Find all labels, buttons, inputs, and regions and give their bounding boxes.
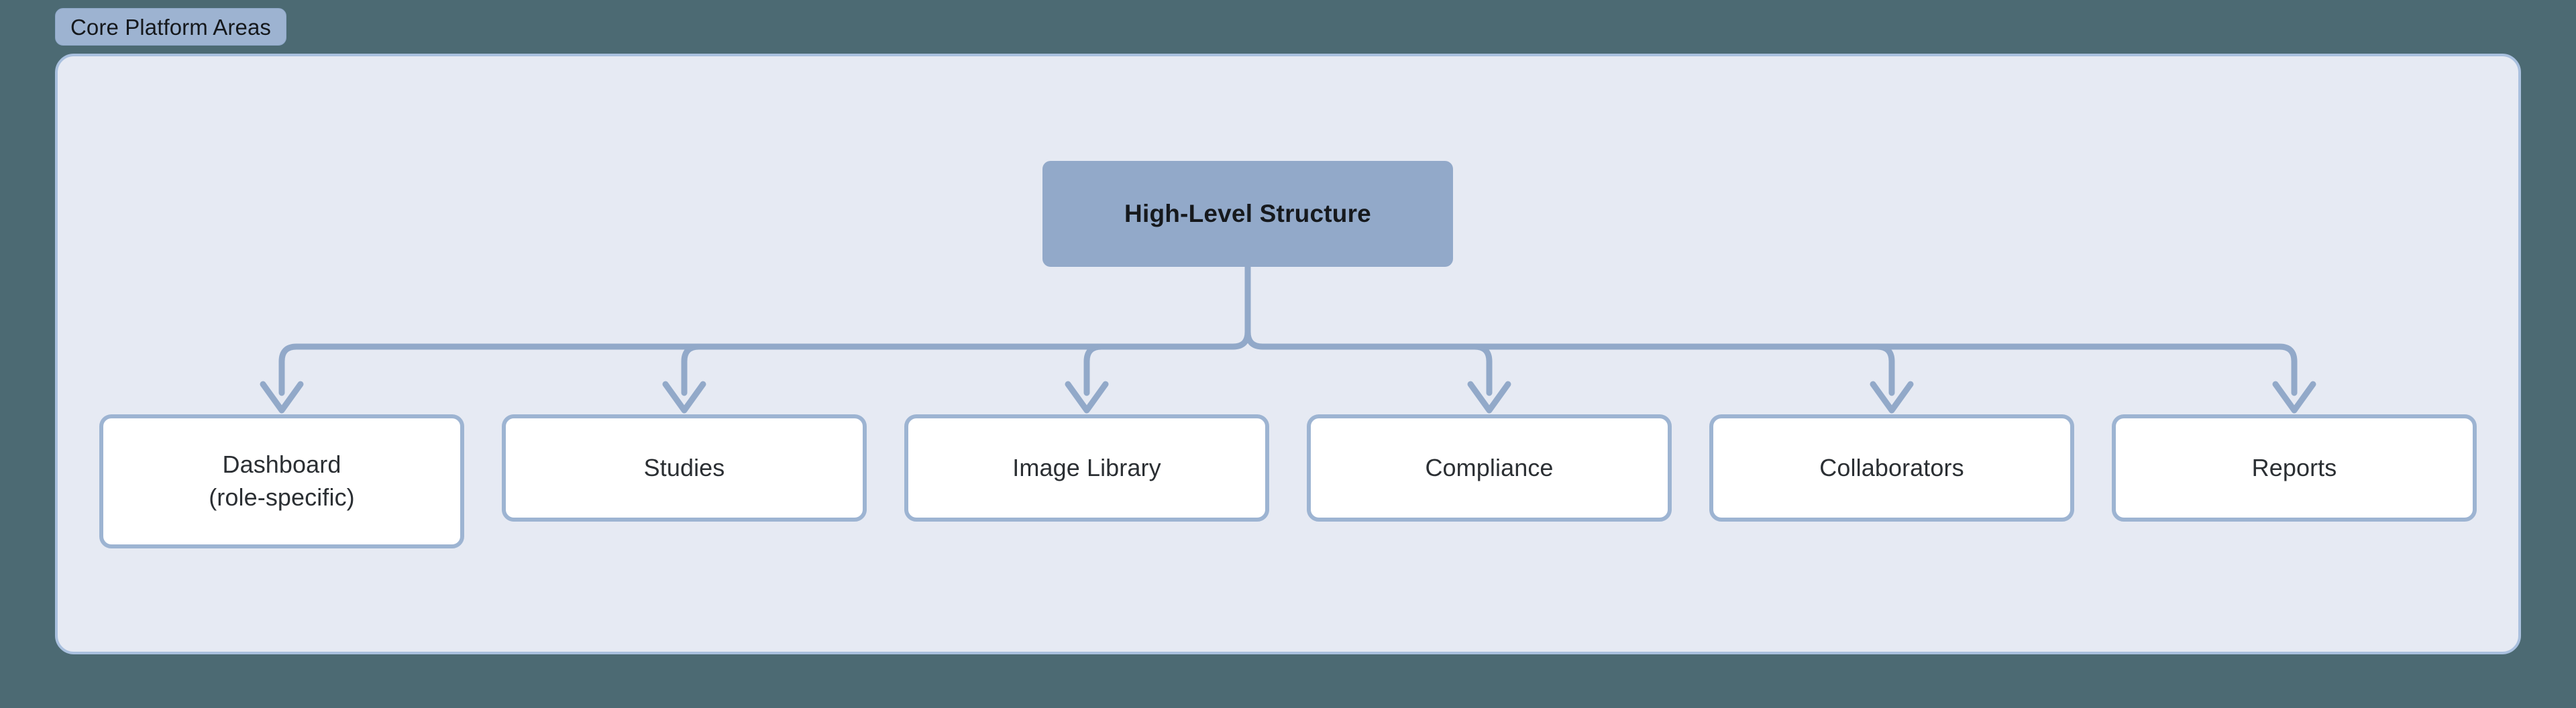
node-high-level-structure[interactable]: High-Level Structure	[1042, 161, 1453, 267]
node-studies[interactable]: Studies	[502, 414, 867, 522]
node-studies-label: Studies	[643, 453, 725, 481]
node-dashboard-label-line1: Dashboard	[222, 451, 341, 479]
node-collaborators-label: Collaborators	[1819, 453, 1964, 481]
node-compliance-label: Compliance	[1425, 453, 1554, 481]
node-image-library[interactable]: Image Library	[904, 414, 1269, 522]
group-container-panel	[55, 54, 2521, 654]
node-dashboard-label-line2: (role-specific)	[209, 483, 355, 511]
node-root-label: High-Level Structure	[1124, 200, 1371, 227]
node-image-library-label: Image Library	[1012, 453, 1161, 481]
node-collaborators[interactable]: Collaborators	[1709, 414, 2074, 522]
node-dashboard-label: Dashboard (role-specific)	[202, 449, 362, 514]
node-compliance[interactable]: Compliance	[1307, 414, 1672, 522]
node-dashboard[interactable]: Dashboard (role-specific)	[99, 414, 464, 548]
node-reports[interactable]: Reports	[2112, 414, 2477, 522]
group-title-badge: Core Platform Areas	[55, 8, 287, 46]
group-title-label: Core Platform Areas	[70, 14, 272, 40]
node-reports-label: Reports	[2251, 453, 2337, 481]
